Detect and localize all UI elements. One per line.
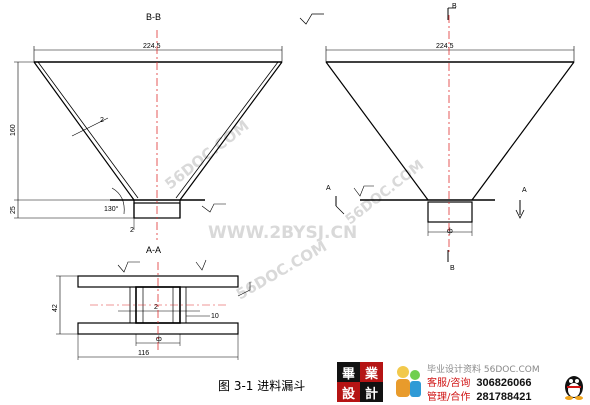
bb-wall-thickness-dim: 2: [100, 117, 104, 124]
ad-service-number: 306826066: [476, 377, 532, 389]
watermark-center: WWW.2BYSJ.CN: [208, 223, 357, 243]
bb-angle-dim: 130°: [104, 205, 119, 213]
ad-service-label: 客服/咨询: [427, 378, 471, 389]
contact-advert: 毕业设计资料 56DOC.COM 客服/咨询 306826066 管理/合作 281…: [427, 362, 575, 404]
watermark-lower: 56DOC.COM: [233, 237, 330, 303]
bb-neck-dim: 25: [10, 206, 17, 214]
watermark-diagonal: 56DOC.COM: [161, 116, 252, 193]
service-figure-icon: [396, 366, 421, 397]
logo-char-4: 計: [360, 382, 383, 402]
aa-height-dim: 42: [52, 304, 59, 312]
bb-outlet-thickness-dim: 2: [130, 227, 134, 234]
ad-service-row: 客服/咨询 306826066: [427, 374, 531, 389]
logo-char-3: 設: [337, 382, 360, 402]
ad-manager-number: 281788421: [476, 391, 532, 403]
section-title-bb: B-B: [146, 12, 161, 22]
aa-side-dim: 10: [211, 313, 219, 320]
section-view-aa: A-A 2 10 42 ф 116: [52, 245, 251, 360]
logo-char-2: 業: [360, 362, 383, 382]
aa-bottom-dim: ф: [156, 336, 162, 343]
bb-top-width-dim: 224.5: [143, 43, 161, 50]
section-title-aa: A-A: [146, 245, 161, 255]
section-view-bb: B-B 224.5 160 25 2 130° 2: [10, 12, 283, 240]
section-marker-a-right: A: [522, 187, 527, 194]
ad-manager-row: 管理/合作 281788421: [427, 388, 531, 403]
graduation-design-logo: 畢 業 設 計: [337, 362, 383, 402]
ad-manager-label: 管理/合作: [427, 392, 471, 403]
front-view: B 224.5 ф A A B: [299, 3, 575, 272]
aa-length-dim: 116: [138, 350, 149, 357]
front-outlet-dim: ф: [447, 228, 453, 235]
logo-char-1: 畢: [337, 362, 360, 382]
bb-height-dim: 160: [10, 124, 17, 136]
watermark-right: 56DOC.COM: [343, 157, 427, 228]
qq-penguin-icon: [565, 376, 583, 400]
aa-inner-thickness-dim: 2: [154, 304, 158, 311]
figure-caption: 图 3-1 进料漏斗: [218, 379, 306, 393]
section-marker-a-left: A: [326, 185, 331, 192]
section-marker-b-bottom: B: [450, 265, 455, 272]
section-marker-b-top: B: [452, 3, 457, 10]
front-top-width-dim: 224.5: [436, 43, 454, 50]
ad-site-line: 毕业设计资料 56DOC.COM: [427, 365, 540, 375]
